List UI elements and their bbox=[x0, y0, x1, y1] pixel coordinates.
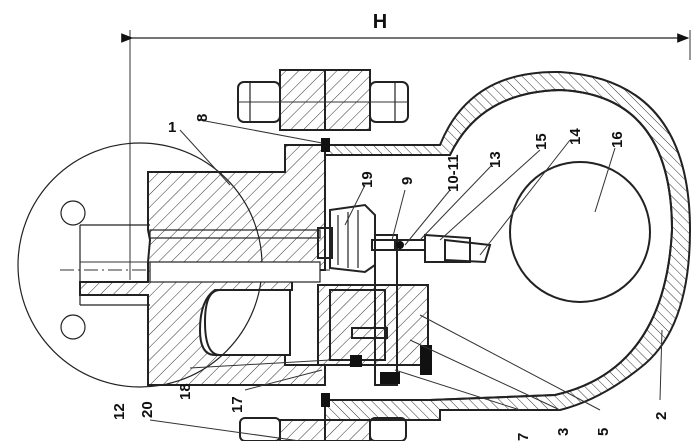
dimension-label: H bbox=[373, 11, 387, 33]
thermostatic-element-19 bbox=[317, 203, 376, 274]
callout-17: 17 bbox=[229, 396, 246, 413]
callout-9: 9 bbox=[399, 177, 416, 185]
body-part-1 bbox=[79, 144, 326, 386]
callout-1: 1 bbox=[168, 119, 176, 136]
callout-20: 20 bbox=[139, 401, 156, 418]
top-bolt bbox=[237, 69, 409, 131]
dimension-h: H bbox=[121, 11, 691, 280]
callout-13: 13 bbox=[487, 151, 504, 168]
callout-14: 14 bbox=[567, 128, 584, 145]
float-ball-part-16 bbox=[509, 161, 651, 303]
callout-18: 18 bbox=[177, 383, 194, 400]
callout-8: 8 bbox=[194, 114, 211, 122]
callout-5: 5 bbox=[595, 428, 612, 436]
callout-15: 15 bbox=[533, 133, 550, 150]
gasket-part-8 bbox=[321, 138, 330, 152]
cover-part-2 bbox=[324, 70, 692, 421]
callout-12: 12 bbox=[111, 403, 128, 420]
leader-lines bbox=[149, 119, 663, 441]
valve-internals bbox=[317, 234, 432, 386]
callout-2: 2 bbox=[653, 412, 670, 420]
callout-7: 7 bbox=[515, 433, 532, 441]
bottom-bolt bbox=[239, 400, 407, 441]
callout-labels: 1 8 19 9 10-11 13 15 14 16 2 5 3 7 18 17… bbox=[111, 114, 670, 441]
callout-19: 19 bbox=[359, 171, 376, 188]
callout-10-11: 10-11 bbox=[445, 154, 462, 192]
callout-3: 3 bbox=[555, 428, 572, 436]
gasket-lower bbox=[321, 393, 330, 407]
callout-16: 16 bbox=[609, 131, 626, 148]
float-lever-14-15 bbox=[394, 233, 492, 264]
